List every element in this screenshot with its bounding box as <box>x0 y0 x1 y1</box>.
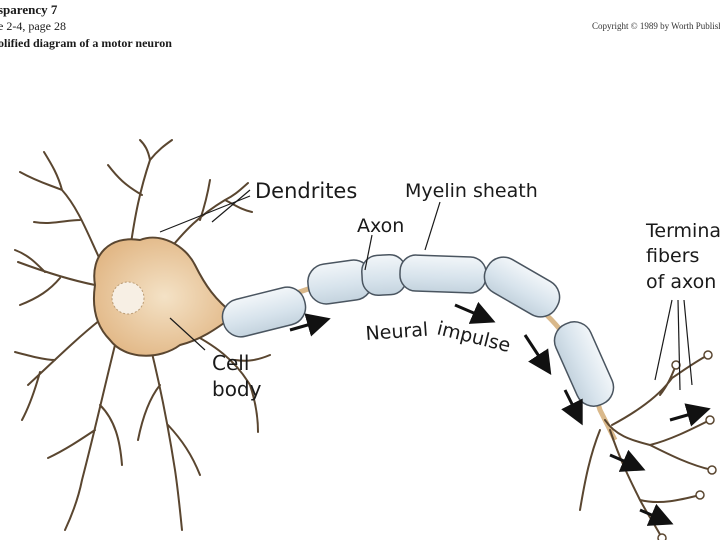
label-neural: Neural <box>365 319 429 345</box>
terminal-buttons <box>657 350 717 540</box>
cell-nucleus <box>111 281 145 315</box>
label-impulse: impulse <box>435 318 513 357</box>
impulse-arrows <box>289 301 711 526</box>
label-terminal-line3: of axon <box>646 271 716 293</box>
label-axon: Axon <box>357 215 404 237</box>
myelin-segments <box>221 253 615 407</box>
figure-reference: e 2-4, page 28 <box>0 19 66 33</box>
leader-lines <box>159 189 693 391</box>
label-dendrites: Dendrites <box>255 179 357 203</box>
transparency-title: sparency 7 <box>0 2 58 17</box>
copyright-notice: Copyright © 1989 by Worth Publish <box>592 21 720 31</box>
label-terminal-line1: Terminal <box>645 220 720 242</box>
label-terminal-line2: fibers <box>646 245 699 267</box>
dendrites <box>14 139 271 531</box>
label-myelin-sheath: Myelin sheath <box>405 180 538 202</box>
figure-caption: olified diagram of a motor neuron <box>0 36 172 50</box>
label-cell-line1: Cell <box>212 351 249 375</box>
label-cell-line2: body <box>212 377 262 401</box>
